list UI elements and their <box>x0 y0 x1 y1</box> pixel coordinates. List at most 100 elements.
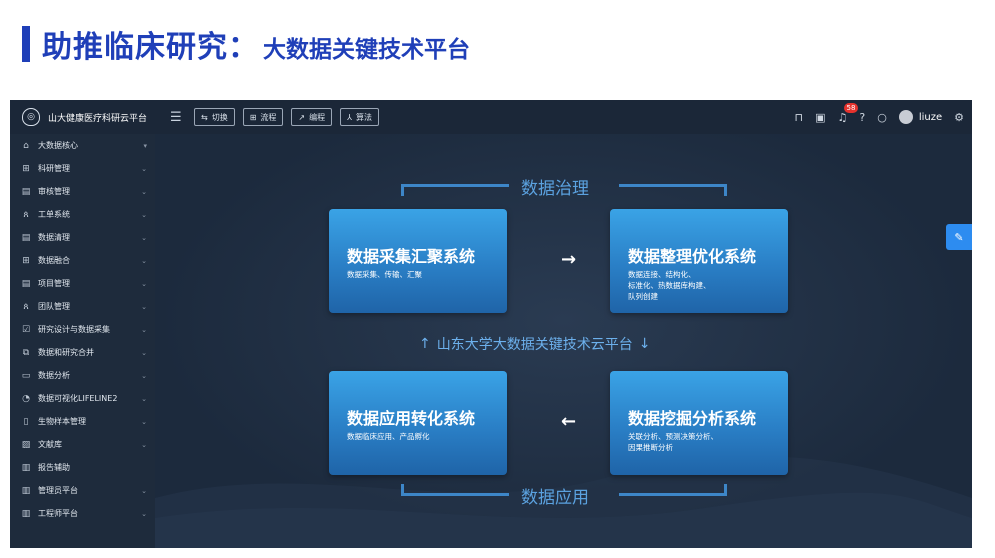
box-desc: 关联分析、预测决策分析、 因果推断分析 <box>628 431 718 453</box>
sidebar-item-label: 研究设计与数据采集 <box>38 325 110 334</box>
arrow-right-icon: → <box>561 249 577 270</box>
pie-icon: ◔ <box>22 393 30 404</box>
box-desc-line: 数据采集、传输、汇聚 <box>347 270 422 279</box>
merge-icon: ⧉ <box>22 347 30 358</box>
sidebar-item-label: 大数据核心 <box>38 141 78 150</box>
bell-icon[interactable]: ♫58 <box>838 102 859 124</box>
sidebar-item-label: 数据可视化LIFELINE2 <box>38 394 118 403</box>
algorithm-icon: ⅄ <box>347 112 352 122</box>
sidebar-item-research-mgmt[interactable]: ⊞科研管理⌄ <box>10 157 155 180</box>
chevron-down-icon: ⌄ <box>141 509 147 518</box>
sidebar-item-label: 报告辅助 <box>38 463 70 472</box>
sidebar-item-label: 文献库 <box>38 440 62 449</box>
code-label: 编程 <box>309 112 326 122</box>
chevron-down-icon: ⌄ <box>141 440 147 449</box>
algorithm-button[interactable]: ⅄ 算法 <box>340 108 379 126</box>
flow-icon: ⊞ <box>249 112 257 122</box>
list-icon: ▤ <box>21 186 31 197</box>
title-accent-bar <box>22 26 30 62</box>
home-icon: ⌂ <box>23 140 29 151</box>
notification-badge: 58 <box>843 102 859 113</box>
sidebar-item-visualization[interactable]: ◔ 数据可视化LIFELINE2 ⌄ <box>10 387 155 410</box>
shield-logo-icon: ◎ <box>22 108 40 126</box>
form-icon: ☑ <box>21 324 31 335</box>
edit-pen-icon[interactable]: ✎ <box>946 224 972 250</box>
list-icon: ▤ <box>21 278 31 289</box>
chevron-down-icon: ⌄ <box>141 348 147 357</box>
sidebar-item-data-fusion[interactable]: ⊞数据融合⌄ <box>10 249 155 272</box>
help-icon[interactable]: ? <box>859 110 866 124</box>
arrow-up-icon: ↑ <box>419 336 431 352</box>
box-desc-line: 队列创建 <box>628 292 658 301</box>
sidebar-item-project-mgmt[interactable]: ▤ 项目管理 ⌄ <box>10 272 155 295</box>
sidebar-item-report-assist[interactable]: ▥报告辅助 <box>10 456 155 479</box>
top-label: 数据治理 <box>521 179 589 199</box>
message-icon[interactable]: ○ <box>877 110 887 124</box>
sidebar-item-data-analysis[interactable]: ▭数据分析⌄ <box>10 364 155 387</box>
menu-toggle-icon[interactable]: ☰ <box>170 109 182 125</box>
sidebar-item-team-mgmt[interactable]: ጰ 团队管理 ⌄ <box>10 295 155 318</box>
sidebar-item-label: 工单系统 <box>38 210 70 219</box>
brand-name: 山大健康医疗科研云平台 <box>48 113 148 124</box>
lock-icon[interactable]: ⊓ <box>794 110 804 124</box>
brand[interactable]: ◎ 山大健康医疗科研云平台 <box>10 108 158 126</box>
box-desc-line: 标准化、热数据库构建、 <box>628 281 711 290</box>
chevron-down-icon: ⌄ <box>141 394 147 403</box>
sidebar-item-label: 数据和研究合并 <box>38 348 94 357</box>
chevron-down-icon: ⌄ <box>141 417 147 426</box>
people-icon: ጰ <box>23 209 29 220</box>
sidebar-item-biosample[interactable]: ▯生物样本管理⌄ <box>10 410 155 433</box>
arrow-down-icon: ↓ <box>638 336 651 352</box>
sidebar-item-study-design[interactable]: ☑ 研究设计与数据采集 ⌄ <box>10 318 155 341</box>
sidebar-item-data-merge[interactable]: ⧉ 数据和研究合并 ⌄ <box>10 341 155 364</box>
flow-button[interactable]: ⊞流程 <box>242 108 284 126</box>
slide-title: 助推临床研究： 大数据关键技术平台 <box>22 22 470 66</box>
sidebar-item-label: 审核管理 <box>38 187 70 196</box>
system-box-collect[interactable]: 数据采集汇聚系统 数据采集、传输、汇聚 <box>329 209 507 313</box>
title-main: 助推临床研究： <box>42 30 259 65</box>
system-box-mine[interactable]: 数据挖掘分析系统 关联分析、预测决策分析、 因果推断分析 <box>610 371 788 475</box>
document-icon: ▯ <box>23 416 29 427</box>
center-row: ↑ 山东大学大数据关键技术云平台 ↓ <box>419 334 650 354</box>
sidebar-item-literature[interactable]: ▨ 文献库 ⌄ <box>10 433 155 456</box>
top-bracket-left <box>401 184 509 196</box>
book-icon: ▨ <box>21 439 31 450</box>
sidebar-item-admin-platform[interactable]: ▥管理员平台⌄ <box>10 479 155 502</box>
topbar-right: ⊓ ▣ ♫58 ? ○ liuze ⚙ <box>783 100 964 134</box>
chevron-down-icon: ⌄ <box>141 302 147 311</box>
chevron-down-icon: ⌄ <box>141 164 147 173</box>
chevron-down-icon: ⌄ <box>141 325 147 334</box>
box-desc-line: 因果推断分析 <box>628 443 673 452</box>
avatar[interactable] <box>898 110 913 124</box>
code-button[interactable]: ↗编程 <box>291 108 333 126</box>
system-box-apply[interactable]: 数据应用转化系统 数据临床应用、产品孵化 <box>329 371 507 475</box>
bottom-bracket-right <box>619 484 727 496</box>
system-box-organize[interactable]: 数据整理优化系统 数据连接、结构化、 标准化、热数据库构建、 队列创建 <box>610 209 788 313</box>
algorithm-label: 算法 <box>356 112 372 122</box>
report-icon: ▥ <box>21 508 31 519</box>
sidebar-item-engineer-platform[interactable]: ▥工程师平台⌄ <box>10 502 155 525</box>
sidebar-item-review-mgmt[interactable]: ▤审核管理⌄ <box>10 180 155 203</box>
center-label: 山东大学大数据关键技术云平台 <box>436 337 633 353</box>
box-title: 数据整理优化系统 <box>628 247 757 266</box>
username[interactable]: liuze <box>918 111 943 123</box>
chevron-down-icon: ⌄ <box>141 486 147 495</box>
sidebar-item-label: 项目管理 <box>38 279 70 288</box>
box-title: 数据应用转化系统 <box>347 409 476 428</box>
sidebar-item-label: 管理员平台 <box>38 486 78 495</box>
save-icon[interactable]: ▣ <box>815 110 826 124</box>
switch-icon: ⇆ <box>201 112 208 122</box>
sidebar-item-label: 团队管理 <box>38 302 70 311</box>
chevron-down-icon: ⌄ <box>141 279 147 288</box>
people-icon: ጰ <box>23 301 29 312</box>
switch-button[interactable]: ⇆切换 <box>194 108 235 126</box>
flow-label: 流程 <box>260 112 277 122</box>
sidebar-item-big-data-core[interactable]: ⌂大数据核心▾ <box>10 134 155 157</box>
calendar-icon: ▭ <box>21 370 31 381</box>
code-icon: ↗ <box>298 112 306 122</box>
sidebar-item-data-cleaning[interactable]: ▤数据清理⌄ <box>10 226 155 249</box>
settings-icon[interactable]: ⚙ <box>954 110 964 124</box>
